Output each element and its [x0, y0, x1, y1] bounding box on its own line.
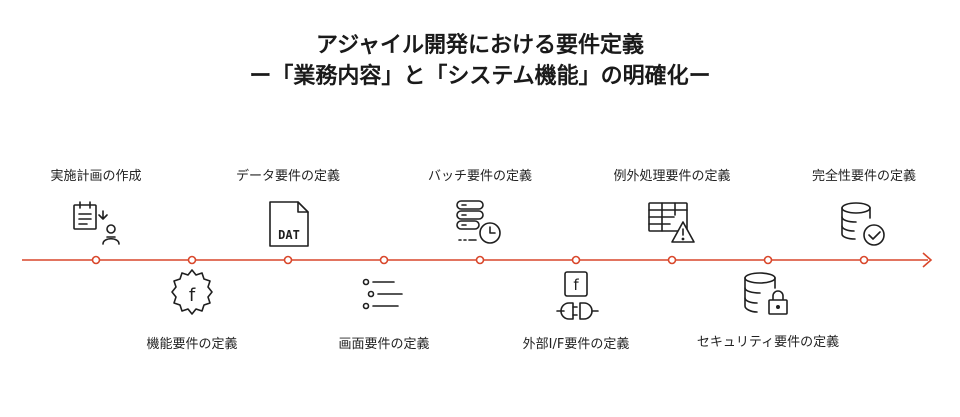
step-label-batch: バッチ要件の定義	[427, 169, 532, 184]
step-label-external-if: 外部I/F要件の定義	[522, 337, 630, 352]
timeline-node	[859, 255, 869, 265]
database-check-icon	[841, 202, 885, 246]
title-line-2: ー「業務内容」と「システム機能」の明確化ー	[249, 64, 711, 89]
plan-icon	[73, 201, 120, 245]
timeline-node	[379, 255, 389, 265]
plug-function-label: f	[573, 276, 579, 294]
timeline-node	[475, 255, 485, 265]
timeline-node	[187, 255, 197, 265]
function-gear-icon: f	[171, 269, 213, 315]
title-line-1: アジャイル開発における要件定義	[315, 33, 645, 58]
dat-label: DAT	[278, 228, 300, 242]
step-label-security: セキュリティ要件の定義	[696, 335, 840, 350]
timeline-node	[667, 255, 677, 265]
table-warning-icon	[648, 202, 695, 243]
step-label-data: データ要件の定義	[235, 169, 340, 184]
dat-file-icon: DAT	[269, 201, 309, 247]
step-label-integrity: 完全性要件の定義	[811, 169, 916, 184]
function-label: f	[189, 285, 196, 306]
step-label-screen: 画面要件の定義	[338, 337, 430, 352]
timeline-node	[91, 255, 101, 265]
timeline-node	[283, 255, 293, 265]
timeline-arrowhead	[922, 252, 933, 268]
database-lock-icon	[744, 272, 788, 315]
list-icon	[362, 278, 403, 310]
step-label-plan: 実施計画の作成	[50, 169, 142, 184]
timeline-node	[571, 255, 581, 265]
function-plug-icon: f	[556, 271, 599, 320]
step-label-exception: 例外処理要件の定義	[613, 169, 731, 184]
server-clock-icon	[456, 200, 501, 244]
step-label-function: 機能要件の定義	[146, 337, 238, 352]
diagram-title: アジャイル開発における要件定義 ー「業務内容」と「システム機能」の明確化ー	[0, 30, 960, 92]
timeline-node	[763, 255, 773, 265]
